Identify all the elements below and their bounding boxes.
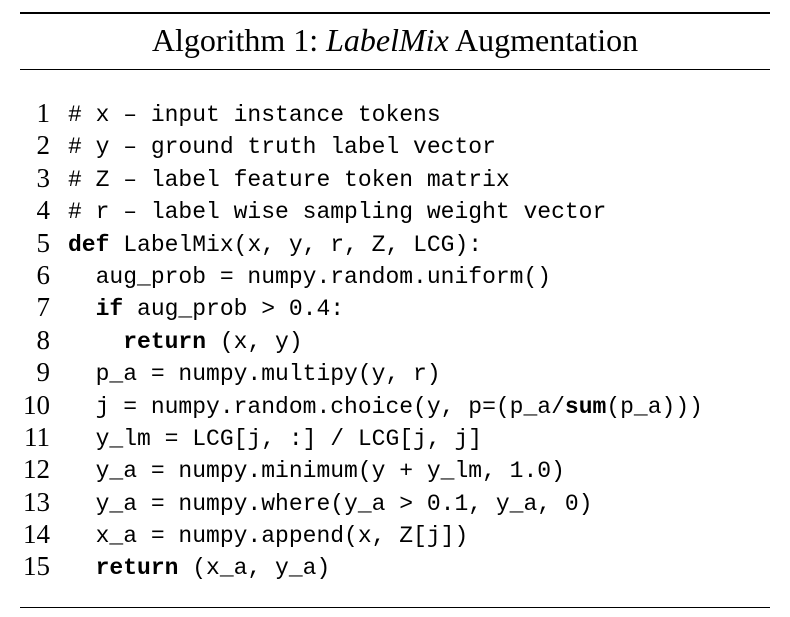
bottom-rule [20,607,770,608]
code-fragment: p_a = numpy.multipy(y, r) [95,361,441,388]
line-number: 1 [36,98,51,128]
code-fragment: aug_prob > 0.4: [123,296,345,323]
code-line: 8 return (x, y) [0,324,790,358]
code-fragment: y_a = numpy.minimum(y + y_lm, 1.0) [95,458,565,485]
code-keyword: return [123,328,207,355]
indent [68,458,96,484]
code-text: y_a = numpy.where(y_a > 0.1, y_a, 0) [68,488,593,520]
line-number: 11 [24,421,50,452]
code-fragment: (p_a))) [606,393,703,420]
code-text: aug_prob = numpy.random.uniform() [68,261,551,293]
code-keyword: def [68,231,110,258]
code-fragment: # x – input instance tokens [68,102,441,128]
line-number: 12 [23,454,50,485]
code-fragment: (x, y) [206,328,303,355]
code-line: 9 p_a = numpy.multipy(y, r) [0,357,790,390]
code-text: # x – input instance tokens [68,99,441,131]
title-prefix: Algorithm 1: [151,22,327,58]
title-rule [20,69,770,70]
indent [68,264,96,290]
code-line: 10 j = numpy.random.choice(y, p=(p_a/sum… [0,389,790,423]
indent [68,523,96,549]
code-line: 3 # Z – label feature token matrix [0,162,790,196]
code-text: y_a = numpy.minimum(y + y_lm, 1.0) [68,455,565,487]
code-text: def LabelMix(x, y, r, Z, LCG): [68,229,482,261]
code-fragment: aug_prob = numpy.random.uniform() [95,263,552,290]
code-line: 12 y_a = numpy.minimum(y + y_lm, 1.0) [0,454,790,487]
code-keyword: return [95,555,179,582]
line-number: 6 [36,259,51,290]
line-number: 8 [36,324,51,355]
code-text: y_lm = LCG[j, :] / LCG[j, j] [68,423,482,455]
code-text: return (x, y) [68,326,303,358]
code-line: 11 y_lm = LCG[j, :] / LCG[j, j] [0,421,790,455]
indent [68,426,96,452]
code-line: 7 if aug_prob > 0.4: [0,292,790,325]
code-line: 1 # x – input instance tokens [0,98,790,131]
code-fragment: LabelMix(x, y, r, Z, LCG): [109,231,483,258]
top-rule [20,12,770,14]
code-fragment: (x_a, y_a) [178,555,331,582]
line-number: 3 [36,162,51,193]
code-line: 5 def LabelMix(x, y, r, Z, LCG): [0,227,790,261]
code-fragment: x_a = numpy.append(x, Z[j]) [95,523,469,550]
code-fragment: # y – ground truth label vector [68,134,496,161]
line-number: 4 [36,195,51,226]
code-fragment: y_a = numpy.where(y_a > 0.1, y_a, 0) [95,490,593,517]
code-keyword: sum [564,393,607,420]
algorithm-code-block: 1 # x – input instance tokens 2 # y – groun… [0,98,790,585]
indent [68,491,96,517]
code-line: 4 # r – label wise sampling weight vector [0,195,790,228]
code-text: # Z – label feature token matrix [68,164,510,196]
line-number: 15 [23,551,50,582]
code-text: x_a = numpy.append(x, Z[j]) [68,520,469,552]
indent [68,361,96,387]
code-keyword: if [95,296,124,323]
code-line: 15 return (x_a, y_a) [0,551,790,584]
code-fragment: j = numpy.random.choice(y, p=(p_a/ [95,393,565,420]
indent [68,329,123,355]
line-number: 5 [36,227,51,258]
code-line: 6 aug_prob = numpy.random.uniform() [0,259,790,293]
title-algorithm-name: LabelMix [326,22,449,58]
line-number: 13 [23,486,50,517]
code-fragment: # Z – label feature token matrix [68,166,510,193]
code-text: p_a = numpy.multipy(y, r) [68,358,441,390]
code-text: # r – label wise sampling weight vector [68,196,606,228]
code-text: if aug_prob > 0.4: [68,293,344,325]
title-suffix: Augmentation [448,22,639,58]
algorithm-title: Algorithm 1: LabelMix Augmentation [0,18,790,62]
code-line: 13 y_a = numpy.where(y_a > 0.1, y_a, 0) [0,486,790,520]
code-text: # y – ground truth label vector [68,131,496,163]
line-number: 2 [36,130,51,161]
line-number: 7 [36,292,51,323]
indent [68,394,96,420]
code-fragment: y_lm = LCG[j, :] / LCG[j, j] [95,425,483,452]
line-number: 9 [36,357,51,388]
code-line: 2 # y – ground truth label vector [0,130,790,163]
code-text: j = numpy.random.choice(y, p=(p_a/sum(p_… [68,391,703,423]
line-number: 14 [23,519,50,550]
line-number: 10 [23,389,50,420]
code-fragment: # r – label wise sampling weight vector [68,199,607,226]
indent [68,296,96,322]
indent [68,555,96,581]
code-text: return (x_a, y_a) [68,552,331,584]
code-line: 14 x_a = numpy.append(x, Z[j]) [0,519,790,552]
